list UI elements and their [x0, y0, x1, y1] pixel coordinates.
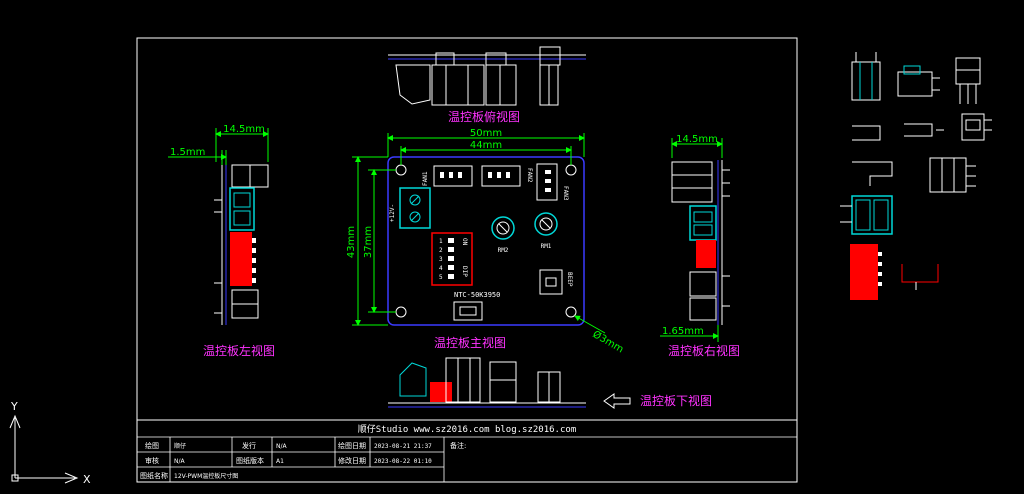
dim-left-width: 14.5mm — [223, 124, 265, 135]
axis-x-label: X — [83, 473, 91, 486]
dip-num-5: 5 — [439, 274, 443, 281]
ntc-label: NTC-50K3950 — [454, 291, 500, 299]
right-view: 14.5mm 1.65mm — [660, 134, 730, 342]
tb-r1-c3: 发行 — [242, 441, 256, 450]
dip-on-label: ON — [461, 238, 468, 246]
dim-main-height: 43mm — [346, 226, 357, 258]
dim-hole-dia: Ø3mm — [591, 328, 626, 355]
dip-num-1: 1 — [439, 238, 443, 245]
left-view: 14.5mm 1.5mm — [168, 124, 269, 325]
dim-left-offset: 1.5mm — [170, 147, 205, 158]
tb-r2-c5: 修改日期 — [338, 456, 366, 465]
fan1-label: FAN1 — [422, 171, 429, 186]
tb-r1-c2: 顺仔 — [174, 442, 186, 450]
bottom-view-title: 温控板下视图 — [640, 393, 712, 408]
dip-switch — [431, 232, 473, 286]
fan2-label: FAN2 — [526, 168, 533, 183]
tb-r1-c5: 绘图日期 — [338, 441, 366, 450]
rm1-label: RM1 — [541, 243, 552, 250]
tb-r1-c6: 2023-08-21 21:37 — [374, 443, 432, 450]
dim-right-offset: 1.65mm — [662, 326, 704, 337]
tb-remark: 备注: — [450, 441, 466, 450]
top-view-title: 温控板俯视图 — [448, 109, 520, 124]
tb-r2-c6: 2023-08-22 01:10 — [374, 458, 432, 465]
main-view-title: 温控板主视图 — [434, 335, 506, 350]
tb-r1-c1: 绘图 — [145, 441, 159, 450]
beep-label: BEEP — [566, 272, 573, 287]
tb-r3-c2: 12V-PWM温控板尺寸图 — [174, 472, 238, 480]
dip-dip-label: DIP — [461, 266, 468, 277]
title-block — [137, 436, 797, 482]
power-label: +12V- — [389, 204, 396, 222]
tb-r3-c1: 图纸名称 — [140, 471, 168, 480]
dip-num-3: 3 — [439, 256, 443, 263]
tb-r2-c2: N/A — [174, 458, 186, 465]
right-view-title: 温控板右视图 — [668, 343, 740, 358]
tb-r2-c1: 审核 — [145, 456, 159, 465]
component-library — [840, 52, 992, 300]
main-view: FAN1 FAN2 FAN3 +12V- RM2 RM1 1 2 — [346, 128, 626, 355]
dim-main-hole-spacing: 44mm — [470, 140, 502, 151]
dip-num-4: 4 — [439, 265, 443, 272]
pcb-outline — [387, 156, 585, 326]
dim-main-hole-height: 37mm — [363, 226, 374, 258]
title-block-header: 顺仔Studio www.sz2016.com blog.sz2016.com — [358, 423, 576, 435]
rm2-label: RM2 — [498, 247, 509, 254]
dim-main-width: 50mm — [470, 128, 502, 139]
axis-y-label: Y — [10, 400, 18, 413]
dim-right-width: 14.5mm — [676, 134, 718, 145]
tb-r2-c4: A1 — [276, 458, 284, 465]
fan3-label: FAN3 — [562, 186, 569, 201]
tb-r2-c3: 图纸版本 — [236, 456, 264, 465]
bottom-view-arrow — [603, 393, 631, 409]
bottom-view — [388, 357, 586, 408]
left-view-title: 温控板左视图 — [203, 343, 275, 358]
dip-num-2: 2 — [439, 247, 443, 254]
top-view — [388, 46, 586, 106]
drawing-frame — [136, 37, 798, 483]
tb-r1-c4: N/A — [276, 443, 288, 450]
ucs-icon — [9, 414, 79, 484]
